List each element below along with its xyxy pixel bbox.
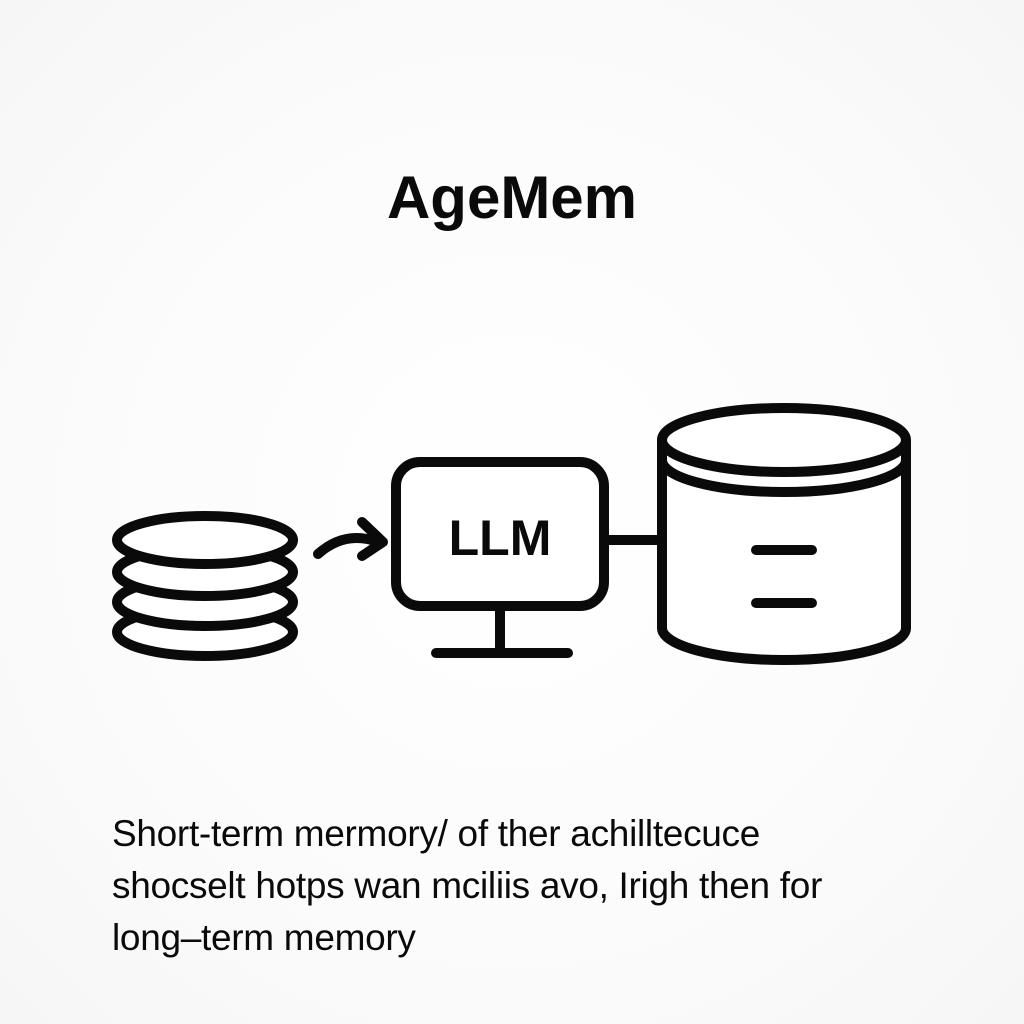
- monitor-icon: LLM: [391, 457, 609, 658]
- llm-label: LLM: [449, 510, 552, 566]
- caption-line-2: shocselt hotps wan mciliis avo, Irigh th…: [112, 865, 823, 906]
- caption-line-1: Short-term mermory/ of ther achilltecuce: [112, 813, 761, 854]
- database-cylinder-icon: [657, 403, 911, 665]
- caption-line-3: long–term memory: [112, 917, 416, 958]
- diagram-title: AgeMem: [386, 164, 638, 231]
- curved-arrow-icon: [313, 517, 388, 561]
- stacked-disks-icon: [112, 511, 298, 661]
- diagram-caption: Short-term mermory/ of ther achilltecuce…: [112, 808, 932, 964]
